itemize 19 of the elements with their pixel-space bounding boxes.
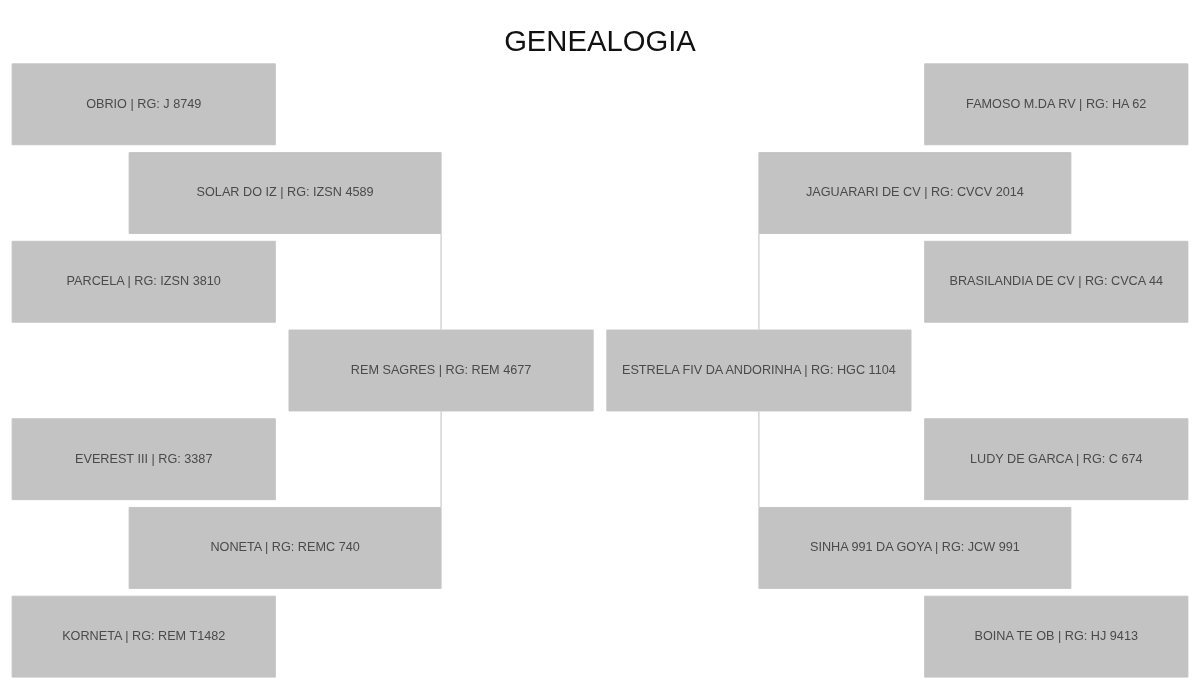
node-box: NONETA | RG: REMC 740 [128, 506, 442, 589]
node-box: ESTRELA FIV DA ANDORINHA | RG: HGC 1104 [606, 329, 912, 411]
connector [440, 232, 442, 330]
node-box: EVEREST III | RG: 3387 [11, 417, 276, 500]
node-box: SOLAR DO IZ | RG: IZSN 4589 [128, 151, 442, 234]
node-box: BOINA TE OB | RG: HJ 9413 [924, 595, 1189, 678]
node-box: KORNETA | RG: REM T1482 [11, 595, 276, 678]
node-box: FAMOSO M.DA RV | RG: HA 62 [924, 62, 1189, 145]
node-box: SINHA 991 DA GOYA | RG: JCW 991 [758, 506, 1072, 589]
node-box: REM SAGRES | RG: REM 4677 [288, 329, 594, 411]
diagram-title: GENEALOGIA [504, 24, 696, 57]
node-box: BRASILANDIA DE CV | RG: CVCA 44 [924, 240, 1189, 323]
connector [758, 410, 760, 508]
node-box: LUDY DE GARCA | RG: C 674 [924, 417, 1189, 500]
node-box: PARCELA | RG: IZSN 3810 [11, 240, 276, 323]
node-box: JAGUARARI DE CV | RG: CVCV 2014 [758, 151, 1072, 234]
node-box: OBRIO | RG: J 8749 [11, 62, 276, 145]
connector [440, 410, 442, 508]
connector [758, 232, 760, 330]
